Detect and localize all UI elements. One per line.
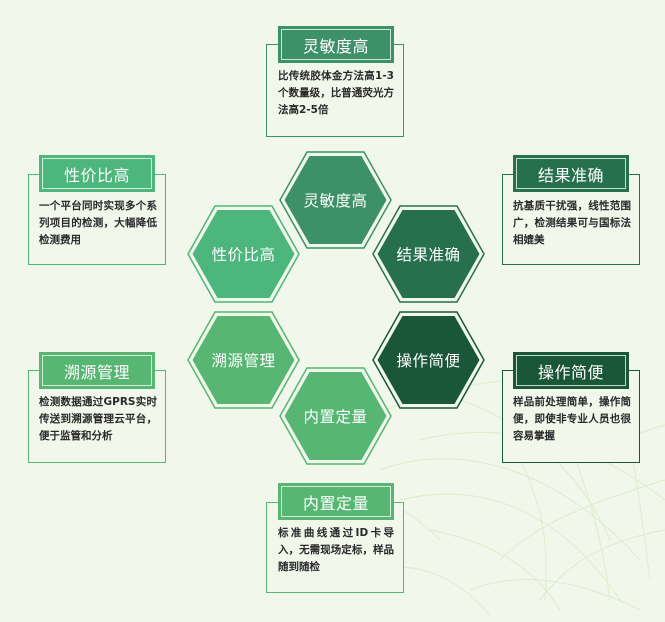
hexagon-label: 灵敏度高 (303, 192, 368, 210)
info-desc-quantification: 标准曲线通过ID卡导入，无需现场定标，样品随到随检 (278, 527, 394, 573)
hexagon-accuracy: 结果准确 (372, 205, 485, 303)
info-desc-sensitivity: 比传统胶体金方法高1-3个数量级，比普通荧光方法高2-5倍 (278, 70, 394, 116)
hexagon-cost: 性价比高 (187, 205, 300, 303)
hexagon-shape (279, 151, 392, 249)
info-tab-operation: 操作简便 (513, 352, 629, 389)
info-desc-cost: 一个平台同时实现多个系列项目的检测，大幅降低检测费用 (39, 200, 157, 246)
info-tab-accuracy: 结果准确 (513, 155, 629, 192)
hexagon-quantification: 内置定量 (279, 367, 392, 465)
info-title-operation: 操作简便 (516, 355, 626, 386)
hexagon-label: 结果准确 (396, 246, 461, 264)
info-desc-accuracy: 抗基质干扰强，线性范围广，检测结果可与国标法相媲美 (513, 200, 631, 246)
hexagon-shape (187, 311, 300, 409)
hexagon-label: 内置定量 (303, 408, 368, 426)
hexagon-operation: 操作简便 (372, 311, 485, 409)
hexagon-shape (372, 311, 485, 409)
hexagon-shape (187, 205, 300, 303)
info-title-cost: 性价比高 (42, 158, 152, 189)
hexagon-label: 性价比高 (211, 246, 276, 264)
hexagon-sensitivity: 灵敏度高 (279, 151, 392, 249)
info-title-traceability: 溯源管理 (42, 355, 152, 386)
hexagon-label: 溯源管理 (211, 352, 276, 370)
info-title-sensitivity: 灵敏度高 (281, 29, 391, 60)
info-tab-sensitivity: 灵敏度高 (278, 26, 394, 63)
info-title-accuracy: 结果准确 (516, 158, 626, 189)
hexagon-shape (372, 205, 485, 303)
hexagon-shape (279, 367, 392, 465)
hexagon-label: 操作简便 (396, 352, 461, 370)
info-tab-traceability: 溯源管理 (39, 352, 155, 389)
hexagon-traceability: 溯源管理 (187, 311, 300, 409)
info-tab-cost: 性价比高 (39, 155, 155, 192)
info-desc-operation: 样品前处理简单，操作简便，即使非专业人员也很容易掌握 (513, 396, 631, 442)
info-desc-traceability: 检测数据通过GPRS实时传送到溯源管理云平台，便于监管和分析 (39, 396, 157, 442)
info-title-quantification: 内置定量 (281, 486, 391, 517)
info-tab-quantification: 内置定量 (278, 483, 394, 520)
